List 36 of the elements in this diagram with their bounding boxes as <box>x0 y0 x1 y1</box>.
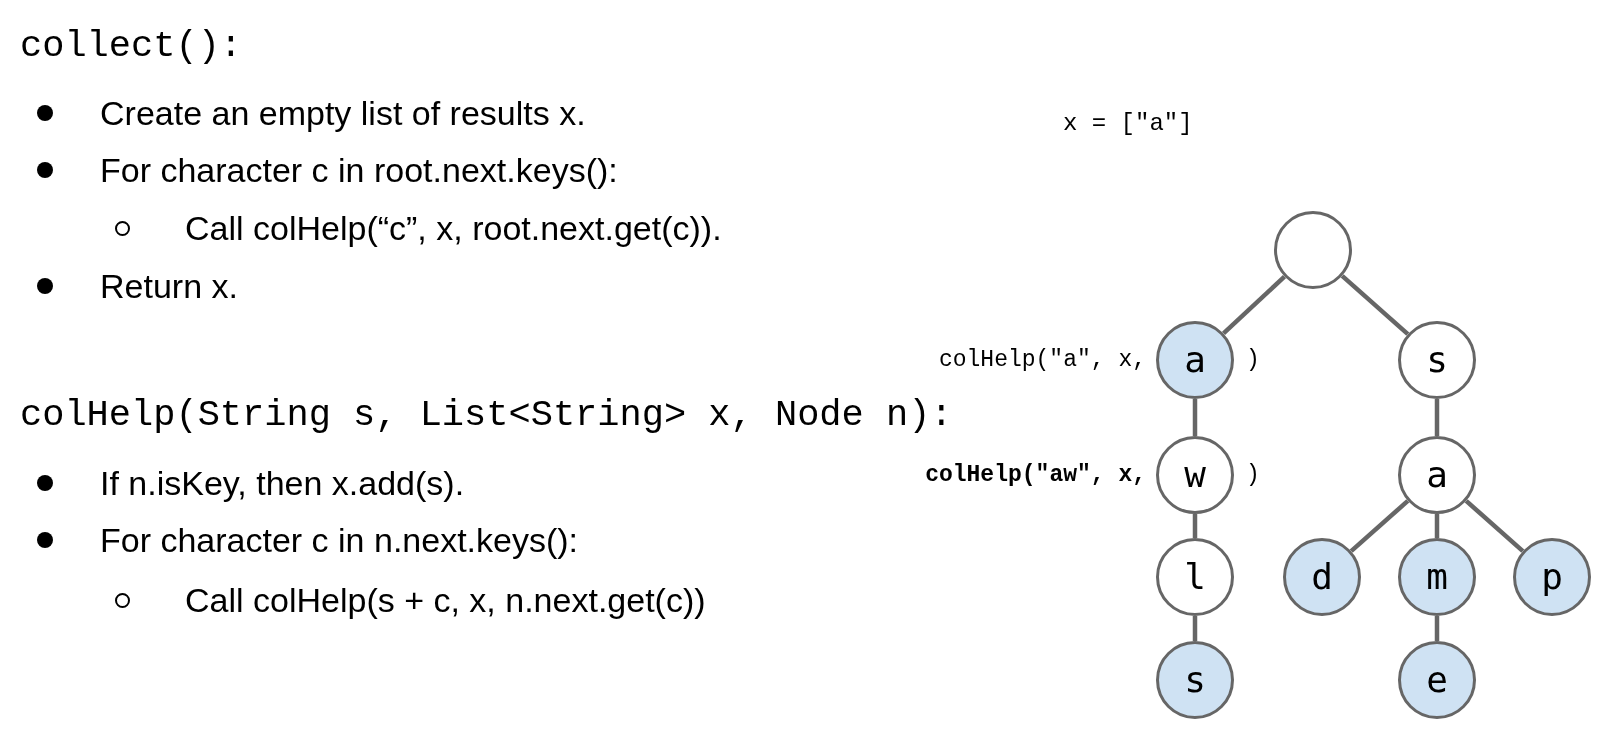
tree-edge <box>1434 399 1440 436</box>
call-annotation: ) <box>1246 348 1260 372</box>
node-letter: s <box>1426 342 1448 378</box>
tree-edge <box>1349 499 1410 553</box>
bullet-text: Call colHelp(“c”, x, root.next.get(c)). <box>185 211 722 245</box>
code-text: x = ["a"] <box>1063 112 1193 136</box>
tree-edge <box>1192 514 1198 538</box>
call-annotation: ) <box>1246 463 1260 487</box>
bullet-text: For character c in n.next.keys(): <box>100 523 579 557</box>
node-letter: l <box>1184 559 1206 595</box>
tree-edge <box>1192 399 1198 436</box>
node-letter: a <box>1184 342 1206 378</box>
function-heading: colHelp(String s, List<String> x, Node n): <box>20 396 953 434</box>
node-letter: m <box>1426 559 1448 595</box>
trie-node <box>1398 436 1476 514</box>
tree-edge <box>1222 274 1286 336</box>
node-letter: w <box>1184 457 1206 493</box>
node-letter: a <box>1426 457 1448 493</box>
tree-edge <box>1340 274 1410 336</box>
function-heading: collect(): <box>20 27 243 65</box>
node-letter: d <box>1311 559 1333 595</box>
trie-node <box>1274 211 1352 289</box>
bullet-text: Return x. <box>100 269 238 303</box>
tree-edge <box>1464 499 1525 553</box>
call-annotation: colHelp("aw", x, <box>925 463 1146 487</box>
bullet-text: Create an empty list of results x. <box>100 96 586 130</box>
node-letter: s <box>1184 662 1206 698</box>
tree-edge <box>1434 616 1440 641</box>
call-annotation: colHelp("a", x, <box>938 348 1146 372</box>
bullet-text: For character c in root.next.keys(): <box>100 153 618 187</box>
node-letter: p <box>1541 559 1563 595</box>
tree-edge <box>1192 616 1198 641</box>
bullet-text: If n.isKey, then x.add(s). <box>100 466 465 500</box>
node-letter: e <box>1426 662 1448 698</box>
tree-edge <box>1434 514 1440 538</box>
bullet-text: Call colHelp(s + c, x, n.next.get(c)) <box>185 583 706 617</box>
